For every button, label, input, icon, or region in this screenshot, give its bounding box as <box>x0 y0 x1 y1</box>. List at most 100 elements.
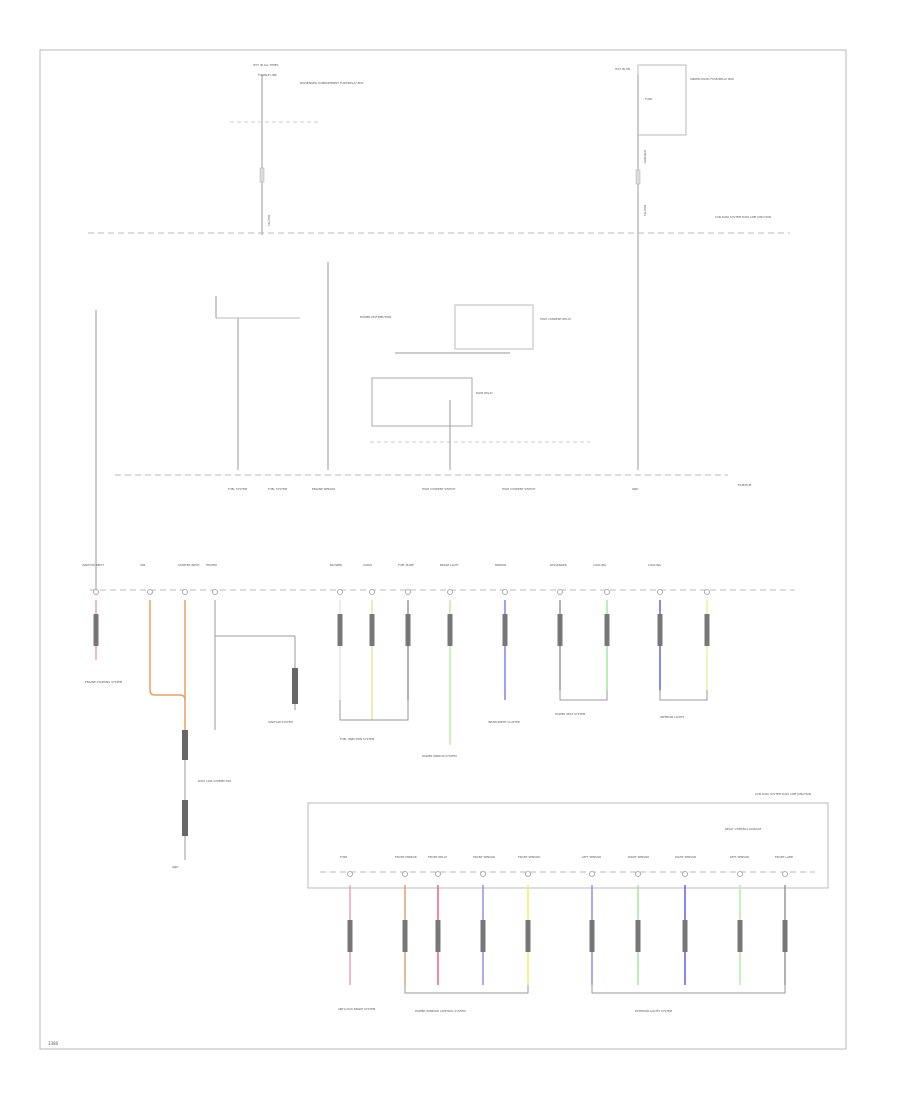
row2-system-0: ANTI-LOCK BRAKE SYSTEM <box>338 1007 376 1011</box>
starter-connector <box>292 668 298 704</box>
row1-ground-loops <box>339 690 708 721</box>
lower-relay-label: MAIN RELAY <box>476 391 493 395</box>
top-right-desc: UNDER-HOOD FUSE/RELAY BOX <box>690 77 734 81</box>
row1-connector <box>557 614 563 646</box>
row1-connector <box>604 614 610 646</box>
row1-terminal <box>502 589 508 595</box>
upper-relay-label: HIGH CURRENT RELAY <box>540 317 571 321</box>
row1-tap-label: BLOWER <box>330 563 342 567</box>
upper-relay-box <box>454 304 534 350</box>
relay-control-module: CAN DATA SYSTEM DATA LINE JUNCTION RELAY… <box>307 792 829 889</box>
row2-terminal <box>347 871 353 877</box>
rcm-junction-label: CAN DATA SYSTEM DATA LINE JUNCTION <box>755 792 811 796</box>
row1-tap-label: COOLING <box>593 563 606 567</box>
top-left-title: HOT IN ALL TIMES <box>253 63 278 67</box>
mid-output-4: HIGH CURRENT SWITCH <box>502 487 535 491</box>
row1-connector <box>93 614 99 646</box>
mid-output-labels: FUEL SYSTEM FUEL SYSTEM ENGINE SENSOR HI… <box>228 487 638 491</box>
row1-system-1: DATA LINK CONNECTOR <box>198 779 231 783</box>
row1-terminal <box>369 589 375 595</box>
row1-system-2: IGNITION SYSTEM <box>268 720 293 724</box>
row2-connector <box>682 920 688 952</box>
loop-a <box>339 700 409 721</box>
row1-tap-label: MIRROR <box>495 563 506 567</box>
middle-section: POWER DISTRIBUTION HIGH CURRENT RELAY MA… <box>95 262 590 590</box>
rcm-box <box>307 802 829 889</box>
rcm-title: RELAY CONTROL MODULE <box>725 827 762 831</box>
ignition-branch <box>149 600 298 860</box>
row2-terminal <box>435 871 441 877</box>
row1-terminal <box>212 589 218 595</box>
row1-system-0: ENGINE STARTING SYSTEM <box>85 680 123 684</box>
top-right-fuse-box: HOT IN ON FUSE UNDER-HOOD FUSE/RELAY BOX… <box>615 64 734 470</box>
row1-tap-label: BRAKE LIGHT <box>440 563 459 567</box>
footer-code: 3380 <box>48 1041 59 1046</box>
row1-system-4: POWER MIRROR SYSTEM <box>422 754 457 758</box>
row2-ground-loops <box>404 985 786 994</box>
row2-tap-label: FRONT SENSOR <box>518 855 540 859</box>
upper-bus-label: CAN DATA SYSTEM DATA LINE JUNCTION <box>715 215 771 219</box>
top-right-title: HOT IN ON <box>615 67 630 71</box>
row1-system-8: GND <box>172 865 178 869</box>
row1-system-labels: ENGINE STARTING SYSTEM DATA LINK CONNECT… <box>85 680 685 869</box>
top-left-fuse-label: FUSIBLE LINK <box>258 73 277 77</box>
top-left-wire-tag: BLK/YEL <box>267 215 271 227</box>
row2-terminal <box>402 871 408 877</box>
row1-terminal <box>147 589 153 595</box>
row2-system-2: EXTERIOR LIGHTS SYSTEM <box>635 1009 673 1013</box>
row1-terminal <box>447 589 453 595</box>
row1-tap-label: PASSENGER <box>550 563 567 567</box>
row2-tap-label: LEFT SENSOR <box>730 855 749 859</box>
row2-tap-label: FRONT SENSOR <box>473 855 495 859</box>
row1-tap-label: COOLING <box>648 563 661 567</box>
row2-connector <box>480 920 486 952</box>
row2-terminal <box>782 871 788 877</box>
row2-wires <box>347 871 788 985</box>
row2-connector <box>589 920 595 952</box>
lower-relay-box <box>371 377 473 427</box>
loop-c <box>659 690 708 701</box>
row1-tap-label: AUDIO <box>363 563 373 567</box>
mid-bus-label: ECM/PCM <box>738 483 752 487</box>
diagram-border <box>39 49 847 1050</box>
row1-terminal <box>337 589 343 595</box>
row2-terminal <box>737 871 743 877</box>
row1-terminal <box>657 589 663 595</box>
row1-wires <box>93 589 710 745</box>
row2-connector <box>402 920 408 952</box>
row2-system-1: POWER WINDOW CONTROL SYSTEM <box>415 1009 466 1013</box>
top-left-connector <box>259 167 265 183</box>
top-left-desc: PASSENGER COMPARTMENT FUSE/RELAY BOX <box>300 81 364 85</box>
row1-connector <box>337 614 343 646</box>
row2-tap-label: RIGHT SENSOR <box>628 855 649 859</box>
row2-tap-label: LEFT SENSOR <box>582 855 601 859</box>
row2-system-labels: ANTI-LOCK BRAKE SYSTEM POWER WINDOW CONT… <box>338 1007 673 1013</box>
row1-system-3: FUEL INJECTION SYSTEM <box>340 737 375 741</box>
ign-connector <box>182 730 188 760</box>
data-link-wire <box>149 600 186 745</box>
row2-tap-label: FRONT MIRROR <box>395 855 417 859</box>
ign-connector-lower <box>182 800 188 836</box>
row1-connector <box>369 614 375 646</box>
mid-output-0: FUEL SYSTEM <box>228 487 248 491</box>
mid-output-2: ENGINE SENSOR <box>312 487 335 491</box>
row2-connector <box>782 920 788 952</box>
row2-tap-label: FRONT LAMP <box>775 855 793 859</box>
row1-tap-label: FUEL PUMP <box>398 563 414 567</box>
top-left-fuse-box: HOT IN ALL TIMES FUSIBLE LINK PASSENGER … <box>230 63 364 235</box>
row2-tap-label: FUSE <box>340 855 347 859</box>
row1-system-6: POWER SEAT SYSTEM <box>555 712 586 716</box>
top-right-wire-tag-2: BLK/YEL <box>643 205 647 217</box>
row2-terminal <box>525 871 531 877</box>
row1-tap-label: HEATER <box>206 563 217 567</box>
row1-tap-label: IGN <box>140 563 145 567</box>
row1-connector <box>502 614 508 646</box>
row1-terminal <box>182 589 188 595</box>
row1-terminal <box>93 589 99 595</box>
row2-terminal <box>635 871 641 877</box>
mid-output-3: HIGH CURRENT SWITCH <box>422 487 455 491</box>
row1-terminal <box>557 589 563 595</box>
